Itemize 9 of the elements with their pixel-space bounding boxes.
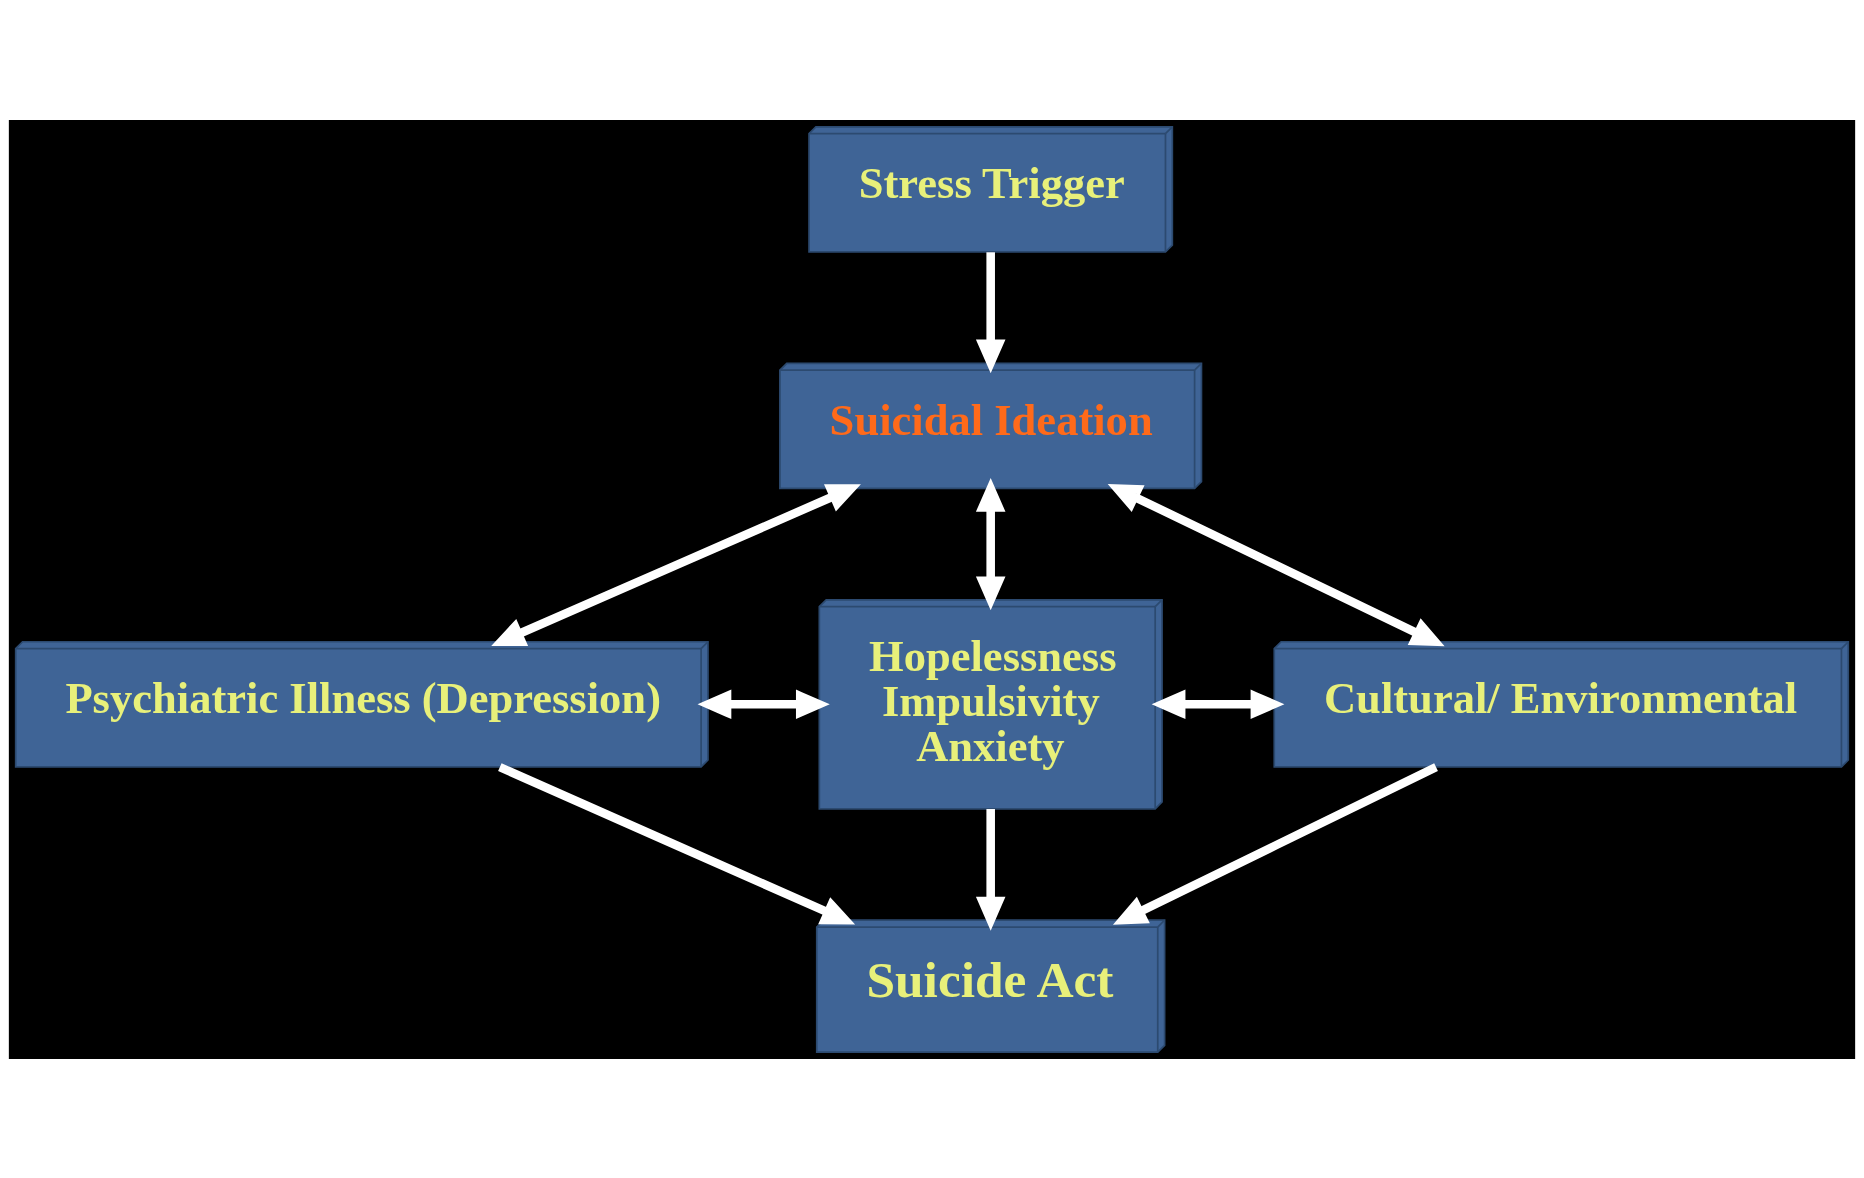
arrow <box>975 477 1006 610</box>
arrow <box>975 808 1006 931</box>
arrow <box>697 689 830 719</box>
arrow <box>491 483 861 646</box>
arrow <box>1151 689 1285 719</box>
arrow <box>975 251 1006 373</box>
arrow <box>1112 762 1438 925</box>
arrow <box>1107 483 1445 646</box>
arrow <box>498 762 856 924</box>
